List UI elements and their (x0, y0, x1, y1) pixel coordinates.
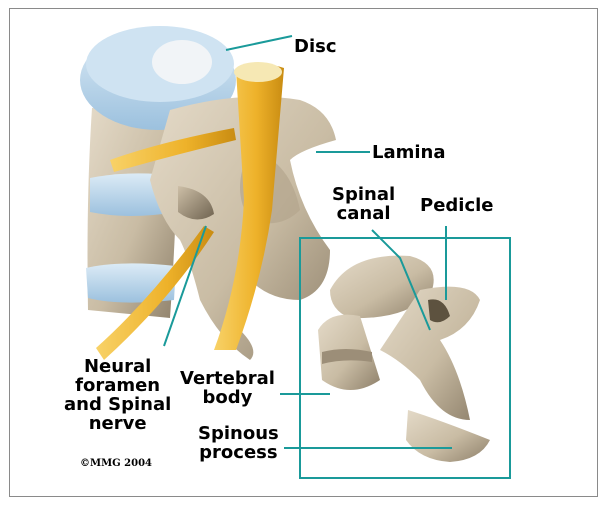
inset-spine (318, 256, 490, 462)
label-neural-line1: Neural (64, 357, 171, 376)
label-spinal-canal-line1: Spinal (332, 185, 395, 204)
label-vertebral-line2: body (180, 388, 275, 407)
label-neural-line3: and Spinal (64, 395, 171, 414)
label-vertebral-line1: Vertebral (180, 369, 275, 388)
spine-column (80, 26, 336, 360)
disc-nucleus (152, 40, 212, 84)
label-neural-line4: nerve (64, 414, 171, 433)
label-disc: Disc (294, 37, 337, 56)
label-spinous-process: Spinous process (198, 424, 279, 462)
label-neural-line2: foramen (64, 376, 171, 395)
label-neural-foramen: Neural foramen and Spinal nerve (64, 357, 171, 433)
label-spinal-canal-line2: canal (332, 204, 395, 223)
label-pedicle: Pedicle (420, 196, 494, 215)
label-spinous-line1: Spinous (198, 424, 279, 443)
copyright-notice: ©MMG 2004 (80, 458, 152, 469)
leader-disc (226, 36, 292, 50)
cord-top (234, 62, 282, 82)
label-vertebral-body: Vertebral body (180, 369, 275, 407)
label-spinous-line2: process (198, 443, 279, 462)
label-spinal-canal: Spinal canal (332, 185, 395, 223)
label-lamina: Lamina (372, 143, 446, 162)
inset-spinous-process (406, 410, 490, 462)
